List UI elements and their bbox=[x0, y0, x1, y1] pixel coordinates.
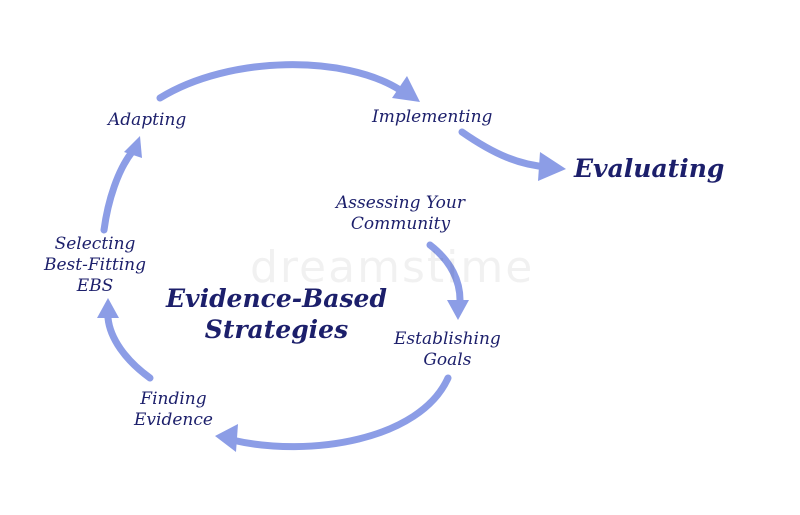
center-title-line-1: Evidence-Based bbox=[166, 284, 387, 313]
step-selecting: Selecting Best-Fitting EBS bbox=[44, 234, 146, 297]
step-establishing: Establishing Goals bbox=[394, 329, 501, 371]
step-finding-line-1: Finding bbox=[140, 389, 207, 409]
step-selecting-line-2: Best-Fitting bbox=[44, 255, 147, 275]
arrowhead-implementing bbox=[392, 76, 420, 102]
arrowhead-evaluating bbox=[538, 152, 566, 181]
step-adapting-line-1: Adapting bbox=[108, 110, 187, 130]
step-assessing-line-1: Assessing Your bbox=[336, 193, 465, 213]
step-assessing-line-2: Community bbox=[350, 214, 451, 234]
step-implementing-line-1: Implementing bbox=[372, 107, 493, 127]
center-title-line-2: Strategies bbox=[204, 315, 349, 344]
arrowhead-selecting bbox=[97, 298, 119, 318]
arrow-selecting-to-adapting bbox=[100, 148, 136, 234]
arrow-assessing-to-establishing bbox=[426, 241, 464, 304]
arrowhead-adapting bbox=[124, 136, 142, 158]
arrow-establishing-to-finding bbox=[228, 374, 452, 451]
arrow-finding-to-selecting bbox=[104, 314, 154, 382]
step-selecting-line-3: EBS bbox=[76, 276, 114, 296]
arrowhead-establishing bbox=[447, 300, 469, 320]
step-implementing: Implementing bbox=[372, 107, 492, 128]
watermark: dreamstime bbox=[250, 242, 535, 293]
arrow-implementing-to-evaluating bbox=[458, 128, 552, 171]
arrowhead-finding bbox=[215, 424, 238, 452]
step-assessing: Assessing Your Community bbox=[336, 193, 465, 235]
step-selecting-line-1: Selecting bbox=[54, 234, 136, 254]
step-adapting: Adapting bbox=[108, 110, 186, 131]
arrow-adapting-to-implementing bbox=[156, 61, 404, 102]
step-evaluating-line-1: Evaluating bbox=[574, 154, 725, 183]
center-title: Evidence-Based Strategies bbox=[166, 283, 387, 345]
step-establishing-line-2: Goals bbox=[423, 350, 472, 370]
step-finding: Finding Evidence bbox=[134, 389, 213, 431]
step-finding-line-2: Evidence bbox=[134, 410, 213, 430]
step-establishing-line-1: Establishing bbox=[394, 329, 501, 349]
step-evaluating: Evaluating bbox=[574, 154, 724, 184]
